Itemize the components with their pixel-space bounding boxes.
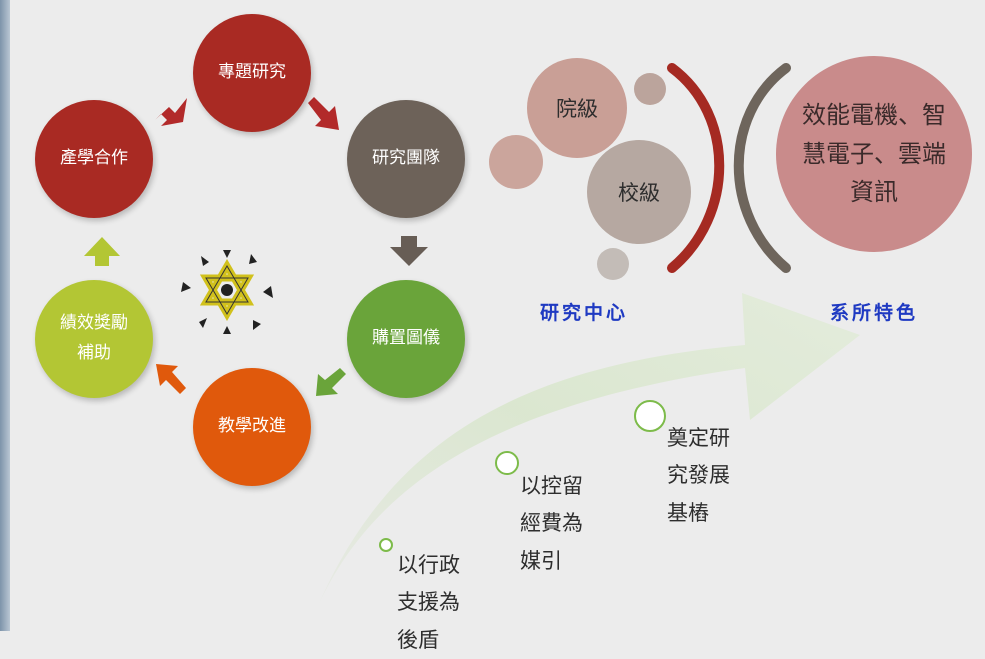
growth-arrow (318, 293, 860, 606)
brackets (667, 63, 791, 273)
college-label: 院級 (556, 97, 598, 121)
department-features: 效能電機、智慧電子、雲端資訊 (802, 101, 946, 207)
arrow-to-equipment (390, 236, 428, 266)
bubble-decor-top (634, 73, 666, 105)
step-marker-3 (634, 400, 666, 432)
university-label: 校級 (618, 181, 660, 205)
node-teaching-improvement: 教學改進 (193, 368, 311, 486)
step-label-funding: 以控留經費為媒引 (520, 474, 583, 573)
node-research-team: 研究團隊 (347, 100, 465, 218)
slide-edge (0, 0, 10, 631)
arrow-to-research-topic (155, 98, 187, 126)
research-center-bracket (667, 63, 725, 273)
arrow-to-teaching (316, 368, 346, 396)
department-feature-bubble: 效能電機、智慧電子、雲端資訊 (776, 56, 972, 252)
growth-arrow-graphic (318, 293, 860, 606)
node-research-topic: 專題研究 (193, 14, 311, 132)
node-equipment: 購置圖儀 (347, 280, 465, 398)
node-incentive: 績效獎勵補助 (35, 280, 153, 398)
arrow-to-industry (84, 237, 120, 266)
star-of-david-sparkle-icon (181, 250, 273, 334)
node-industry-cooperation: 產學合作 (35, 100, 153, 218)
department-label: 系所特色 (830, 302, 919, 324)
bubble-university: 校級 (587, 140, 691, 244)
step-marker-2 (495, 451, 519, 475)
arrow-to-research-team (308, 97, 339, 130)
arrow-to-incentive (156, 364, 186, 394)
research-center-label: 研究中心 (540, 302, 629, 324)
department-bracket (733, 63, 791, 273)
bubble-decor-bottom (597, 248, 629, 280)
step-label-administrative: 以行政支援為後盾 (397, 553, 460, 652)
bubble-decor-left (489, 135, 543, 189)
bubble-college: 院級 (527, 58, 627, 158)
step-marker-1 (379, 538, 393, 552)
cycle-arrows (84, 97, 428, 396)
step-label-foundation: 奠定研究發展基樁 (667, 426, 730, 525)
